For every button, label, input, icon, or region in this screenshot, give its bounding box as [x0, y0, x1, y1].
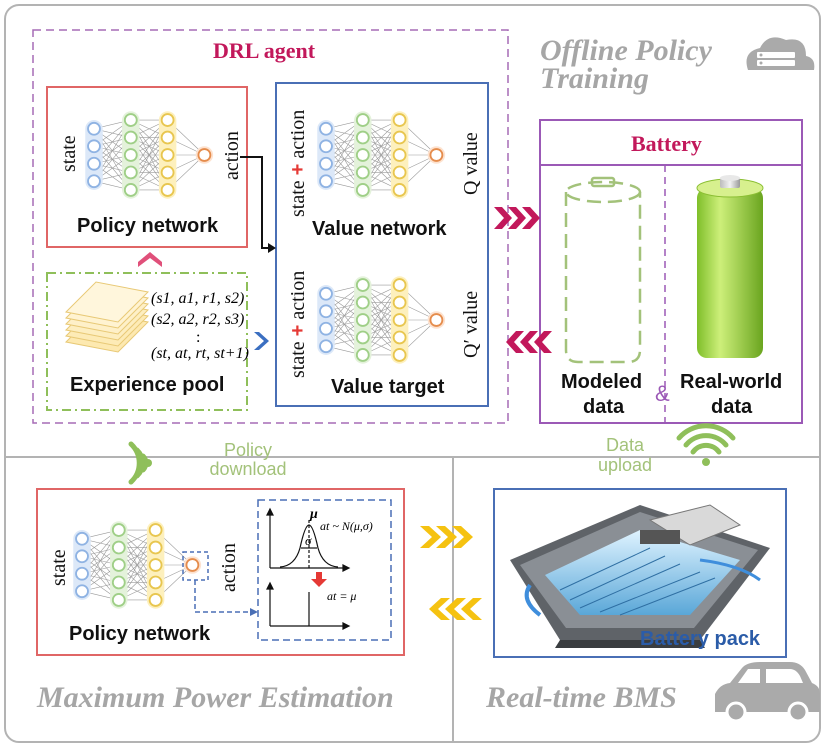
policy-download-line2: download: [209, 459, 287, 479]
chevrons-to-battery-icon: [494, 207, 540, 229]
estimation-network-icon: [73, 521, 202, 609]
tuple-ellipsis: :: [196, 329, 201, 346]
battery-pack-label: Battery pack: [640, 628, 761, 650]
sigma-label: σ: [305, 533, 312, 548]
target-input-state: state + action: [287, 270, 309, 378]
chevron-right-icon: [254, 332, 269, 350]
battery-box: [539, 119, 803, 424]
data-upload-line1: Data: [605, 435, 645, 455]
signal-download-icon: [128, 441, 152, 485]
chevrons-yellow-right-icon: [420, 526, 473, 548]
drl-agent-box: [32, 29, 509, 424]
estimation-title: Maximum Power Estimation: [37, 681, 394, 714]
deterministic-plot: [266, 581, 351, 630]
drl-agent-title: DRL agent: [213, 38, 316, 63]
battery-title: Battery: [631, 131, 702, 156]
real-line1: Real-world: [680, 371, 783, 393]
distribution-box: [257, 499, 392, 641]
signal-upload-icon: [676, 423, 736, 466]
policy-input-label: state: [58, 135, 80, 172]
experience-sheets-icon: [64, 281, 150, 353]
value-network-label: Value network: [312, 218, 447, 240]
value-input-state: state + action: [287, 109, 309, 217]
estimation-box: [36, 488, 405, 656]
chevrons-from-battery-icon: [506, 331, 552, 353]
stochastic-policy-label: at ~ N(μ,σ): [320, 519, 373, 533]
bms-title: Real-time BMS: [486, 681, 677, 714]
server-cloud-icon: [746, 37, 815, 70]
gaussian-plot: [266, 507, 351, 572]
policy-network-label: Policy network: [77, 215, 219, 237]
chevrons-yellow-left-icon: [429, 598, 482, 620]
policy-output-label: action: [221, 131, 243, 180]
mu-label: μ: [310, 507, 318, 522]
experience-pool-label: Experience pool: [70, 374, 225, 396]
modeled-line2: data: [583, 396, 625, 418]
q-prime-value-label: Q′ value: [460, 290, 482, 358]
value-box: [275, 82, 489, 407]
tuple-1: (s1, a1, r1, s2): [151, 290, 245, 307]
value-target-label: Value target: [331, 376, 445, 398]
q-value-label: Q value: [460, 132, 482, 195]
estimation-policy-label: Policy network: [69, 623, 211, 645]
policy-network-icon: [85, 111, 214, 199]
red-down-arrow-icon: [311, 572, 327, 587]
car-icon: [715, 662, 820, 723]
chevron-up-icon: [138, 252, 162, 267]
estimation-output-label: action: [218, 543, 240, 592]
data-upload-line2: upload: [597, 455, 653, 475]
value-target-icon: [317, 276, 446, 364]
policy-network-box: [46, 86, 248, 248]
offline-title-line1: Offline Policy: [540, 34, 712, 67]
node-to-distribution-arrow: [194, 580, 252, 613]
deterministic-policy-label: at = μ: [327, 589, 357, 603]
value-network-icon: [317, 111, 446, 199]
tuple-t: (st, at, rt, st+1): [151, 345, 249, 362]
tuple-2: (s2, a2, r2, s3): [151, 311, 245, 328]
experience-pool-box: [46, 272, 248, 411]
modeled-battery-icon: [564, 176, 642, 364]
battery-pack-box: [493, 488, 787, 658]
policy-download-line1: Policy: [223, 440, 272, 460]
estimation-input-label: state: [48, 549, 70, 586]
real-line2: data: [711, 396, 753, 418]
real-battery-icon: [696, 175, 764, 358]
and-symbol: &: [655, 381, 670, 406]
battery-pack-image: [510, 504, 770, 648]
modeled-line1: Modeled: [561, 371, 643, 393]
offline-title-line2: Training: [540, 62, 649, 95]
